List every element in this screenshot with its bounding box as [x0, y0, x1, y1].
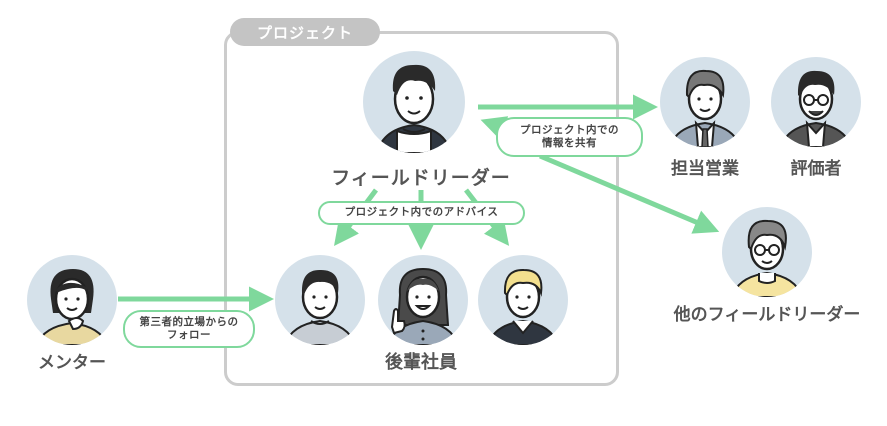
junior-avatar-2	[378, 255, 468, 345]
evaluator-avatar	[771, 57, 861, 147]
junior-avatar-1	[275, 255, 365, 345]
other-leader-label: 他のフィールドリーダー	[673, 305, 861, 325]
other-leader-avatar	[722, 207, 812, 297]
field-leader-label: フィールドリーダー	[331, 167, 511, 189]
juniors-label: 後輩社員	[385, 352, 457, 373]
follow-line2: フォロー	[167, 329, 211, 341]
share-info-line1: プロジェクト内での	[520, 123, 619, 136]
project-container	[224, 31, 619, 386]
mentor-label: メンター	[38, 353, 106, 373]
field-leader-avatar	[363, 51, 465, 153]
arrow-leader-to-other-leader	[539, 153, 720, 234]
follow-pill: 第三者的立場からの フォロー	[123, 310, 255, 348]
advice-label: プロジェクト内でのアドバイス	[344, 206, 499, 219]
evaluator-label: 評価者	[790, 159, 842, 179]
follow-line1: 第三者的立場からの	[139, 315, 239, 328]
advice-pill: プロジェクト内でのアドバイス	[318, 201, 525, 225]
sales-label: 担当営業	[671, 159, 739, 179]
share-info-line2: 情報を共有	[542, 137, 597, 149]
mentor-avatar	[27, 255, 117, 345]
share-info-pill: プロジェクト内での 情報を共有	[496, 117, 643, 157]
sales-avatar	[660, 57, 750, 147]
junior-avatar-3	[478, 255, 568, 345]
project-tab-label: プロジェクト	[230, 18, 380, 46]
